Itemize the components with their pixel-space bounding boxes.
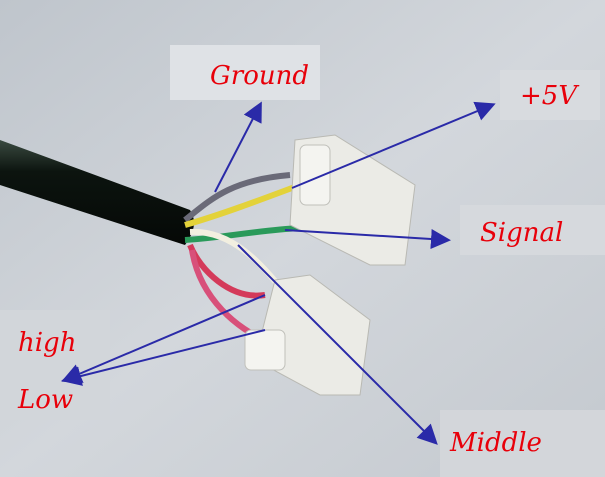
bottom-connector [244,274,371,396]
label-patch [170,45,320,100]
high-label: high [18,328,77,358]
black-cable [0,140,194,245]
middle-arrow [237,244,438,445]
gray-wire [183,172,291,223]
low-label: Low [18,385,74,415]
label-patch [500,70,600,120]
low-arrow [61,329,266,386]
signal-label: Signal [480,218,564,248]
middle-label: Middle [450,428,542,458]
label-patch [460,205,605,255]
yellow-wire [184,182,302,228]
ground-arrow [214,101,262,193]
high-arrow [61,294,266,383]
ground-label: Ground [210,61,309,91]
green-wire [184,225,301,243]
label-patch [440,410,605,477]
label-patch [0,310,110,420]
plus5v-label: +5V [520,81,578,111]
signal-arrow [284,229,451,249]
plus5v-arrow [291,101,496,189]
